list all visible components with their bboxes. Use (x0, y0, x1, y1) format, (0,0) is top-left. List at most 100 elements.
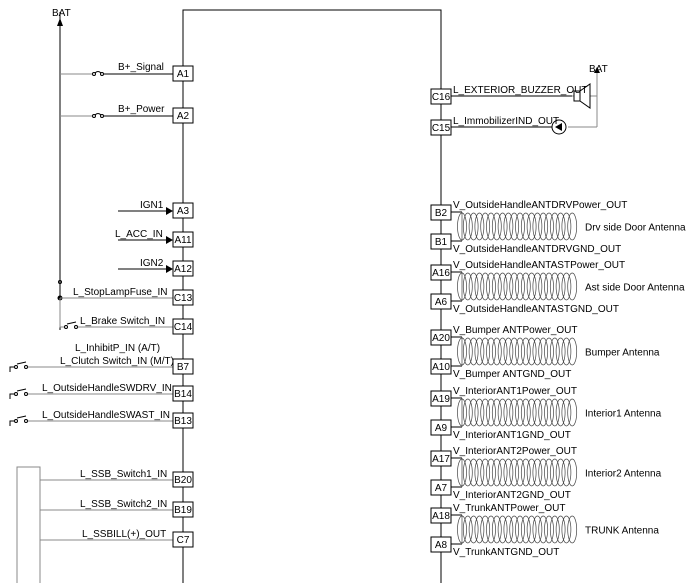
clutch-switch-icon (9, 361, 28, 372)
antenna-gnd-label: V_OutsideHandleANTDRVGND_OUT (453, 244, 621, 255)
buzzer-icon (573, 83, 591, 109)
arrow-icon (166, 265, 173, 273)
svg-text:A3: A3 (177, 206, 190, 217)
pin-b7: B7 (172, 358, 194, 375)
svg-text:B13: B13 (174, 416, 192, 427)
svg-text:C14: C14 (174, 322, 193, 333)
pin-b19: B19 (172, 501, 194, 518)
fuse-icon (100, 72, 104, 76)
antenna-power-label: V_InteriorANT2Power_OUT (453, 446, 577, 457)
svg-text:A12: A12 (174, 264, 192, 275)
bat-label-left: BAT (52, 8, 71, 19)
antenna-coil-icon (457, 458, 578, 487)
antenna-coil-icon (457, 272, 578, 301)
signal-label: L_EXTERIOR_BUZZER_OUT (453, 85, 587, 96)
pin-c13: C13 (172, 289, 194, 306)
bat-label-right: BAT (589, 64, 608, 75)
svg-text:B20: B20 (174, 475, 192, 486)
indicator-led-icon (551, 119, 567, 135)
svg-text:C15: C15 (432, 123, 451, 134)
switch-lever (66, 321, 77, 325)
antenna-power-label: V_TrunkANTPower_OUT (453, 503, 565, 514)
pin-b1: B1 (430, 233, 452, 250)
signal-label: L_OutsideHandleSWDRV_IN (42, 383, 172, 394)
pin-a9: A9 (430, 419, 452, 436)
svg-text:A1: A1 (177, 69, 190, 80)
fuse-icon (92, 114, 96, 118)
module-outline (182, 9, 442, 583)
signal-label: B+_Signal (118, 62, 164, 73)
pin-c7: C7 (172, 531, 194, 548)
ssb-switch-component (16, 466, 41, 583)
signal-label: IGN2 (140, 258, 164, 269)
pin-a12: A12 (172, 260, 194, 277)
antenna-name: Bumper Antenna (585, 348, 660, 359)
arrow-icon (166, 207, 173, 215)
antenna-power-label: V_OutsideHandleANTDRVPower_OUT (453, 200, 627, 211)
pin-a11: A11 (172, 231, 194, 248)
antenna-gnd-label: V_Bumper ANTGND_OUT (453, 369, 571, 380)
svg-text:A10: A10 (432, 362, 450, 373)
signal-label: L_OutsideHandleSWAST_IN (42, 410, 170, 421)
handle-switch-ast-icon (9, 415, 28, 426)
signal-label: L_ACC_IN (115, 229, 163, 240)
pin-a19: A19 (430, 390, 452, 407)
svg-text:A11: A11 (174, 235, 191, 246)
pin-c14: C14 (172, 318, 194, 335)
pin-a3: A3 (172, 202, 194, 219)
svg-text:A17: A17 (432, 454, 450, 465)
bat-arrow-icon (57, 18, 63, 26)
antenna-power-label: V_InteriorANT1Power_OUT (453, 386, 577, 397)
pin-a1: A1 (172, 65, 194, 82)
antenna-coil-icon (457, 398, 578, 427)
fuse-icon (92, 72, 96, 76)
signal-label: L_InhibitP_IN (A/T) (75, 343, 160, 354)
pin-a10: A10 (430, 358, 452, 375)
svg-text:B14: B14 (174, 389, 192, 400)
switch-contact-icon (74, 325, 78, 329)
antenna-power-label: V_OutsideHandleANTASTPower_OUT (453, 260, 625, 271)
antenna-name: Interior2 Antenna (585, 469, 662, 480)
svg-text:A9: A9 (435, 423, 448, 434)
svg-text:A6: A6 (435, 297, 448, 308)
antenna-name: Ast side Door Antenna (585, 283, 685, 294)
signal-label: L_SSB_Switch1_IN (80, 469, 167, 480)
antenna-5: A17A7V_InteriorANT2Power_OUTV_InteriorAN… (430, 446, 662, 501)
signal-label: L_Brake Switch_IN (80, 316, 165, 327)
svg-text:B7: B7 (177, 362, 190, 373)
antenna-coil-icon (457, 337, 578, 366)
svg-text:C16: C16 (432, 92, 451, 103)
bat-arrow-icon (594, 67, 600, 73)
svg-text:A8: A8 (435, 540, 448, 551)
pin-b13: B13 (172, 412, 194, 429)
signal-label: L_SSBILL(+)_OUT (82, 529, 166, 540)
svg-text:A18: A18 (432, 511, 450, 522)
antenna-coil-icon (457, 212, 578, 241)
fuse-arc (94, 71, 102, 74)
svg-text:B19: B19 (174, 505, 192, 516)
handle-switch-drv-icon (9, 388, 28, 399)
signal-label: IGN1 (140, 200, 164, 211)
antenna-name: Interior1 Antenna (585, 409, 662, 420)
antenna-name: TRUNK Antenna (585, 526, 659, 537)
pin-a16: A16 (430, 264, 452, 281)
antenna-gnd-label: V_TrunkANTGND_OUT (453, 547, 559, 558)
antenna-gnd-label: V_InteriorANT1GND_OUT (453, 430, 571, 441)
signal-label: L_StopLampFuse_IN (73, 287, 168, 298)
pin-a2: A2 (172, 107, 194, 124)
pin-a6: A6 (430, 293, 452, 310)
pin-a7: A7 (430, 479, 452, 496)
pin-c15: C15 (430, 119, 452, 136)
svg-text:C7: C7 (177, 535, 190, 546)
fuse-icon (100, 114, 104, 118)
signal-label: B+_Power (118, 104, 165, 115)
fuse-arc (94, 113, 102, 116)
pin-a18: A18 (430, 507, 452, 524)
pin-b20: B20 (172, 471, 194, 488)
svg-text:B2: B2 (435, 208, 448, 219)
